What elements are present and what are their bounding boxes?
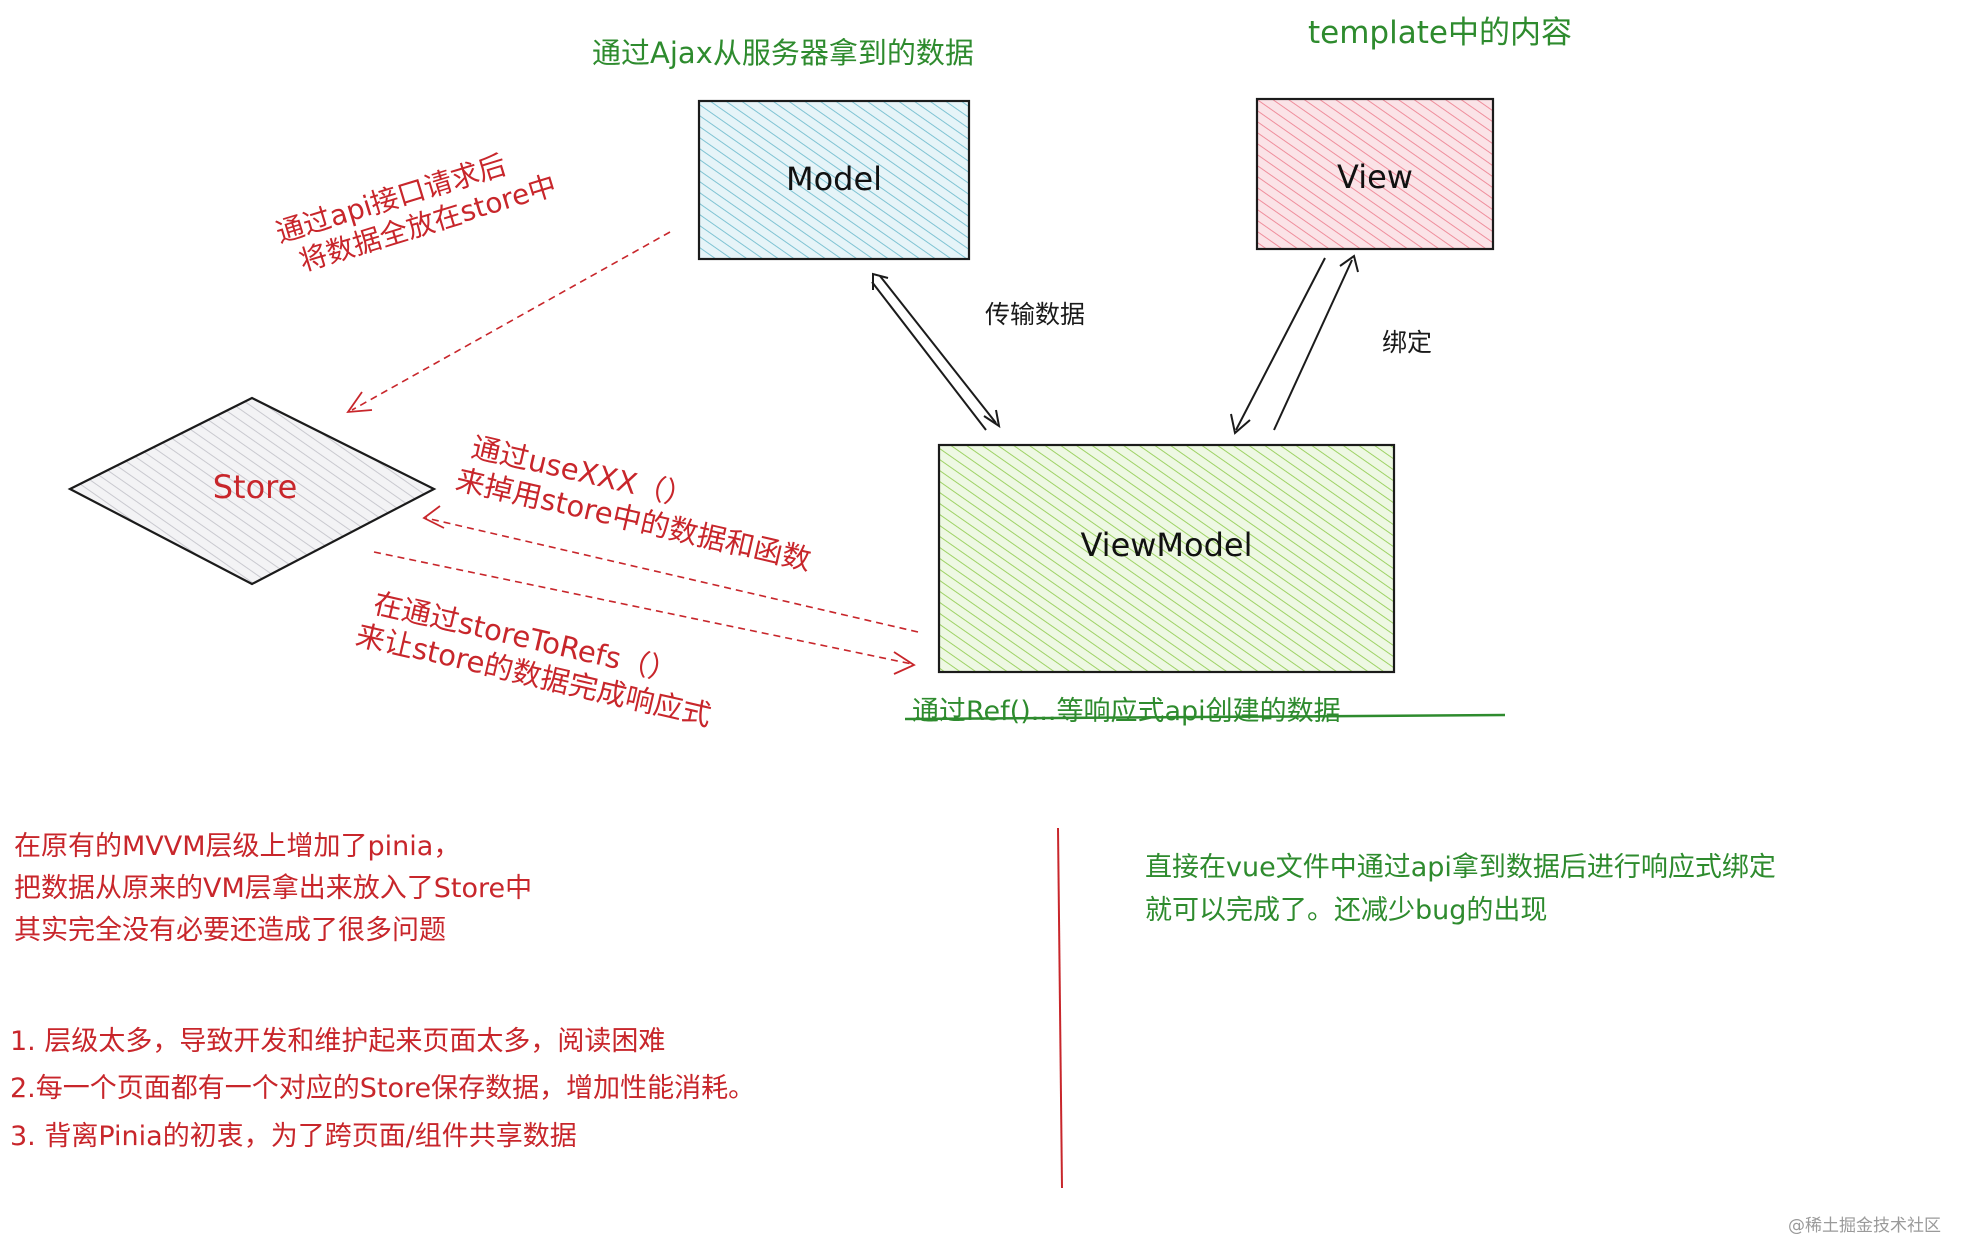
vertical-divider — [1057, 827, 1063, 1189]
store-diamond — [67, 396, 437, 586]
view-box — [1255, 97, 1495, 251]
view-viewmodel-arrow — [1230, 254, 1359, 435]
viewmodel-caption: 通过Ref()...等响应式api创建的数据 — [912, 696, 1341, 727]
right-conclusion-text: 直接在vue文件中通过api拿到数据后进行响应式绑定 就可以完成了。还减少bug… — [1145, 846, 1776, 932]
left-intro-text: 在原有的MVVM层级上增加了pinia， 把数据从原来的VM层拿出来放入了Sto… — [14, 826, 532, 952]
model-label: Model — [785, 160, 883, 198]
left-intro-line-3: 其实完全没有必要还造成了很多问题 — [14, 914, 446, 946]
api-to-store-arrow — [351, 231, 671, 411]
view-label: View — [1337, 158, 1413, 196]
problem-item-1: 1. 层级太多，导致开发和维护起来页面太多，阅读困难 — [10, 1026, 666, 1057]
model-caption: 通过Ajax从服务器拿到的数据 — [592, 36, 974, 70]
usexxx-arrowhead — [422, 505, 445, 529]
problem-list: 1. 层级太多，导致开发和维护起来页面太多，阅读困难 2.每一个页面都有一个对应… — [10, 1018, 755, 1160]
viewmodel-label: ViewModel — [1080, 526, 1253, 564]
storetorefs-arrowhead — [893, 651, 916, 675]
viewmodel-caption-strike — [904, 713, 1506, 721]
model-box — [697, 99, 971, 261]
bind-label: 绑定 — [1382, 328, 1433, 357]
view-caption: template中的内容 — [1308, 15, 1572, 51]
api-to-store-arrowhead — [346, 391, 373, 414]
transfer-label: 传输数据 — [985, 300, 1086, 329]
left-intro-line-2: 把数据从原来的VM层拿出来放入了Store中 — [14, 872, 533, 904]
right-conclusion-line-2: 就可以完成了。还减少bug的出现 — [1145, 895, 1548, 927]
watermark: @稀土掘金技术社区 — [1788, 1216, 1941, 1236]
storetorefs-arrow — [373, 551, 913, 665]
right-conclusion-line-1: 直接在vue文件中通过api拿到数据后进行响应式绑定 — [1145, 852, 1776, 883]
store-label: Store — [212, 468, 298, 506]
viewmodel-box — [937, 443, 1396, 674]
model-viewmodel-arrow — [871, 272, 1001, 431]
left-intro-line-1: 在原有的MVVM层级上增加了pinia， — [14, 831, 461, 862]
problem-item-3: 3. 背离Pinia的初衷，为了跨页面/组件共享数据 — [10, 1120, 577, 1152]
problem-item-2: 2.每一个页面都有一个对应的Store保存数据，增加性能消耗。 — [10, 1073, 756, 1105]
usexxx-arrow — [425, 517, 919, 633]
